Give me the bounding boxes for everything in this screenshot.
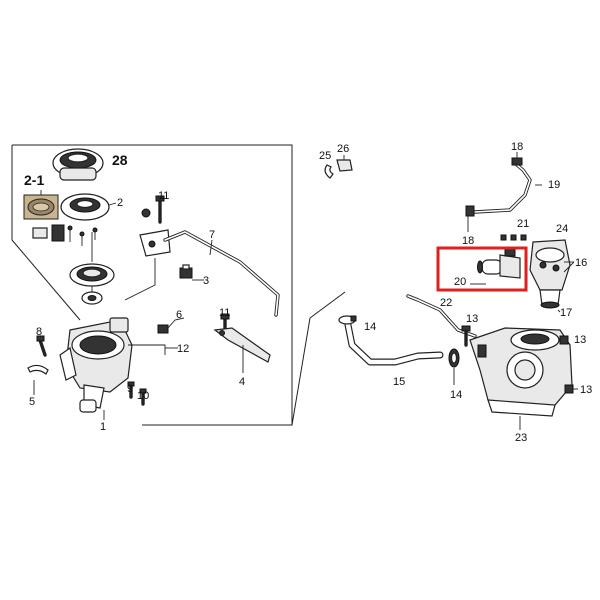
- label-4: 4: [239, 376, 245, 388]
- part-22-fuel-pipe: [406, 294, 477, 338]
- part-8-bolt: [36, 335, 47, 357]
- label-14-left: 14: [364, 321, 376, 333]
- label-18-upper: 18: [511, 141, 523, 153]
- label-25: 25: [319, 150, 331, 162]
- label-20: 20: [454, 276, 466, 288]
- part-26-clip: [336, 159, 353, 172]
- part-25-clip: [324, 164, 334, 179]
- part-2-1-gasket: [23, 194, 59, 220]
- part-4-stay: [213, 327, 271, 363]
- part-7-breather-pipe: [163, 230, 280, 317]
- label-9: 9: [127, 383, 133, 395]
- label-14-right: 14: [450, 389, 462, 401]
- label-13-a: 13: [466, 313, 478, 325]
- label-11-upper: 11: [158, 190, 169, 202]
- label-10: 10: [137, 390, 149, 402]
- part-6-grommet: [157, 324, 169, 334]
- part-10-screw: [139, 388, 147, 406]
- label-16: 16: [575, 257, 587, 269]
- small-washer: [81, 291, 103, 305]
- label-18-lower: 18: [462, 235, 474, 247]
- assembly-frame-diagonal: [11, 239, 81, 321]
- label-28: 28: [112, 152, 128, 168]
- part-23-fuel-tank: [469, 327, 573, 417]
- part-2-flange: [60, 193, 110, 246]
- label-23: 23: [515, 432, 527, 444]
- label-3: 3: [203, 275, 209, 287]
- part-9-screw: [127, 381, 135, 399]
- label-12: 12: [177, 343, 189, 355]
- part-15-filler-hose: [344, 321, 444, 366]
- seal-ring: [69, 263, 115, 287]
- part-14-clamp-right: [448, 348, 460, 368]
- assembly-frame: [12, 144, 293, 426]
- label-19: 19: [548, 179, 560, 191]
- part-13-bolt-c: [564, 384, 574, 394]
- label-11-lower: 11: [219, 307, 230, 319]
- label-2-1: 2-1: [24, 172, 44, 188]
- label-1: 1: [100, 421, 106, 433]
- label-21: 21: [517, 218, 529, 230]
- part-20-fuel-filter: [477, 247, 521, 279]
- part-18-clamp-upper: [511, 157, 523, 166]
- frame-connector: [291, 317, 311, 426]
- bracket-plate: [139, 208, 171, 257]
- part-11-bolt-upper: [155, 195, 165, 224]
- clip-bracket: [32, 224, 65, 242]
- label-17: 17: [560, 307, 572, 319]
- label-13-b: 13: [574, 334, 586, 346]
- part-13-bolt-a: [461, 325, 471, 347]
- part-18-clamp-lower: [465, 205, 475, 217]
- part-21-bolts: [500, 234, 527, 241]
- part-24-fuel-pump: [529, 239, 571, 309]
- part-14-clamp-left: [338, 315, 357, 325]
- label-6: 6: [176, 309, 182, 321]
- label-7: 7: [209, 229, 215, 241]
- part-19-vent-hose: [473, 163, 532, 214]
- label-5: 5: [29, 396, 35, 408]
- label-13-c: 13: [580, 384, 592, 396]
- label-8: 8: [36, 326, 42, 338]
- part-3-clip: [179, 264, 193, 279]
- label-24: 24: [556, 223, 568, 235]
- label-15: 15: [393, 376, 405, 388]
- part-11-bolt-lower: [220, 313, 230, 332]
- label-22: 22: [440, 297, 452, 309]
- part-1-filler-neck: [59, 317, 133, 413]
- part-5-clamp: [27, 364, 49, 375]
- label-26: 26: [337, 143, 349, 155]
- part-13-bolt-b: [559, 335, 569, 345]
- label-2: 2: [117, 197, 123, 209]
- highlight-box: [436, 246, 528, 292]
- part-28-filler-cap: [52, 148, 104, 181]
- frame-connector-2: [309, 291, 346, 319]
